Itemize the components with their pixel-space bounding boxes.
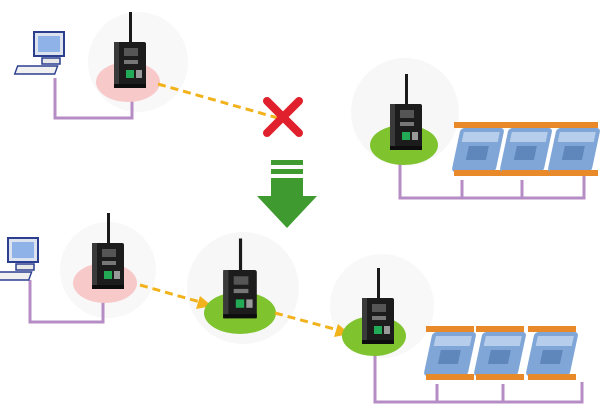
io-module-icon xyxy=(547,122,600,176)
bottom-scene xyxy=(0,213,584,404)
top-scene xyxy=(13,12,600,200)
down-arrow-icon xyxy=(257,160,317,228)
wireless-link-1 xyxy=(139,283,201,304)
blocked-wireless-link xyxy=(157,82,279,120)
io-module-icon xyxy=(499,122,553,176)
bottom-pc-wire xyxy=(28,280,105,324)
desktop-computer-icon xyxy=(13,31,66,75)
bottom-io-wire xyxy=(373,355,584,404)
top-io-wire xyxy=(398,160,586,200)
io-module-icon xyxy=(473,326,527,380)
wireless-link-2 xyxy=(274,311,339,332)
io-module-icon xyxy=(525,326,579,380)
red-x-icon xyxy=(263,97,303,137)
desktop-computer-icon xyxy=(0,237,40,281)
io-module-icon xyxy=(423,326,477,380)
top-pc-wire xyxy=(53,78,134,120)
io-module-icon xyxy=(451,122,505,176)
